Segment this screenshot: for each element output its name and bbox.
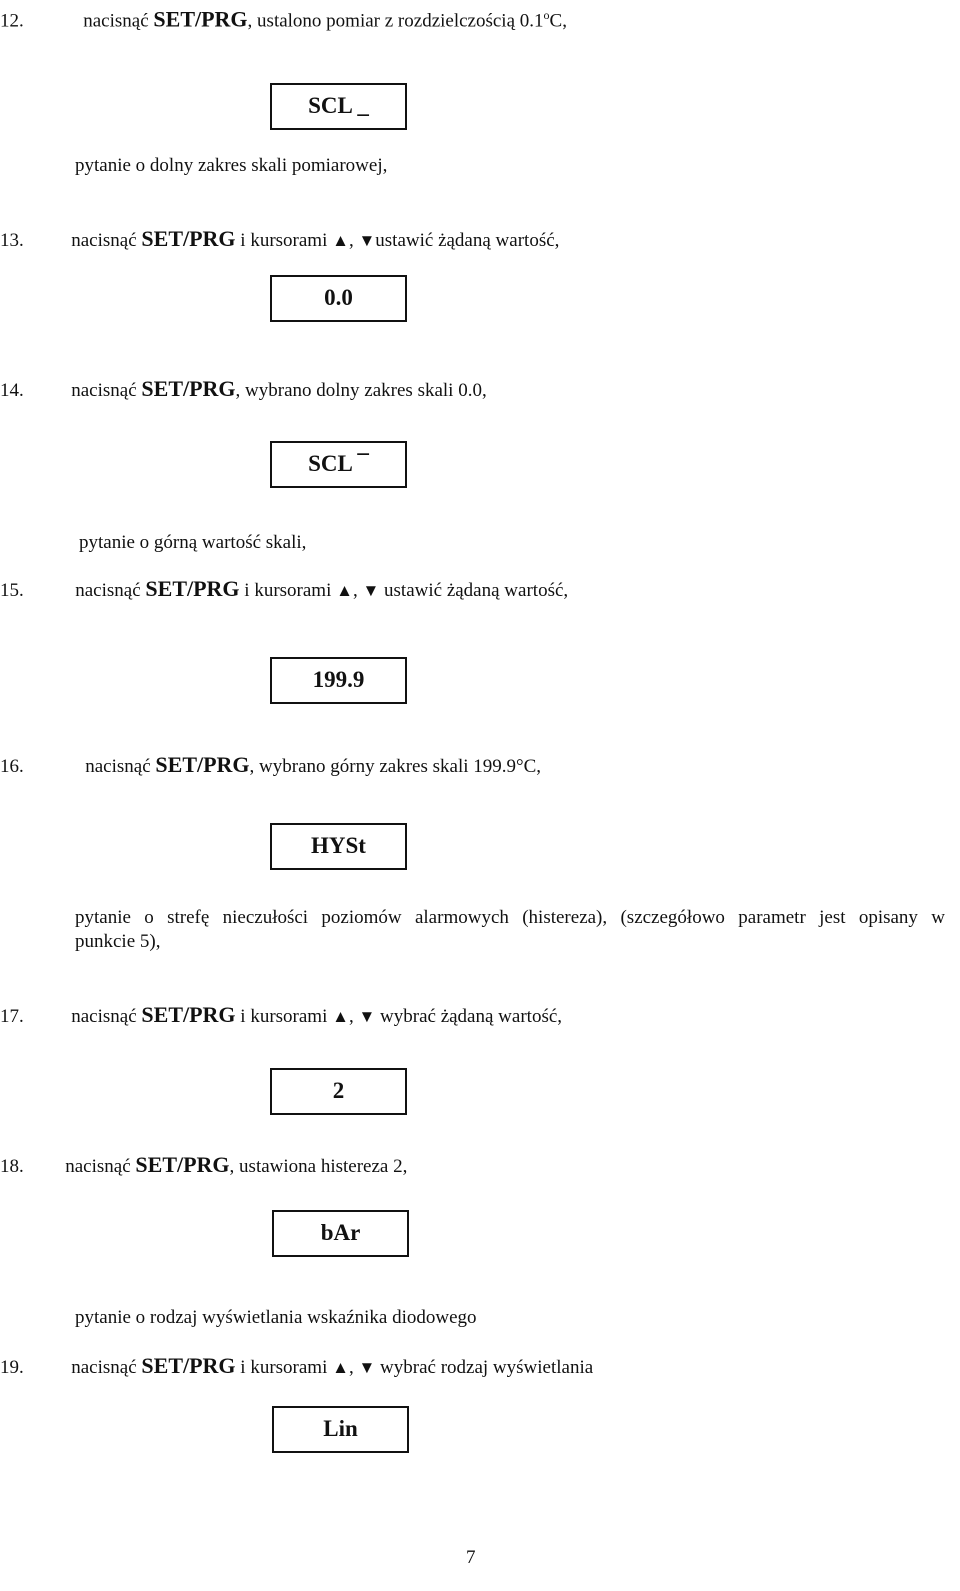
- step-16: 16. nacisnąć SET/PRG, wybrano górny zakr…: [0, 754, 541, 778]
- step-text: nacisnąć: [85, 756, 151, 777]
- step-19: 19. nacisnąć SET/PRG i kursorami ▲, ▼ wy…: [0, 1355, 593, 1379]
- description-scl-high: pytanie o górną wartość skali,: [79, 532, 307, 553]
- page-number: 7: [466, 1547, 476, 1568]
- set-prg-key: SET/PRG: [155, 752, 250, 777]
- step-text: nacisnąć: [71, 230, 137, 251]
- step-text: wybrać rodzaj wyświetlania: [380, 1357, 594, 1378]
- description-bar: pytanie o rodzaj wyświetlania wskaźnika …: [75, 1307, 477, 1328]
- step-text: , ustawiona histereza 2,: [229, 1156, 408, 1177]
- display-box-lin: Lin: [272, 1406, 409, 1453]
- arrow-up-icon: ▲: [332, 1358, 349, 1377]
- description-line: pytanie o strefę nieczułości poziomów al…: [75, 907, 945, 928]
- display-box-scl-high: SCL ¯: [270, 441, 407, 488]
- arrow-up-icon: ▲: [332, 1007, 349, 1026]
- step-14: 14. nacisnąć SET/PRG, wybrano dolny zakr…: [0, 378, 487, 402]
- step-text: nacisnąć: [71, 1006, 137, 1027]
- step-12: 12. nacisnąć SET/PRG, ustalono pomiar z …: [0, 4, 567, 32]
- display-box-value-low: 0.0: [270, 275, 407, 322]
- arrow-up-icon: ▲: [332, 231, 349, 250]
- set-prg-key: SET/PRG: [141, 226, 236, 251]
- step-number: 12.: [0, 10, 24, 32]
- step-text: nacisnąć: [83, 10, 149, 32]
- set-prg-key: SET/PRG: [141, 1002, 236, 1027]
- display-box-value-high: 199.9: [270, 657, 407, 704]
- arrow-down-icon: ▼: [362, 581, 380, 600]
- step-text: wybrać żądaną wartość,: [380, 1006, 563, 1027]
- arrow-down-icon: ▼: [358, 1007, 376, 1026]
- step-text: , ustalono pomiar z rozdzielczością 0.1: [247, 10, 544, 32]
- description-line: punkcie 5),: [75, 931, 161, 952]
- arrow-down-icon: ▼: [358, 1358, 376, 1377]
- set-prg-key: SET/PRG: [145, 576, 240, 601]
- description-hyst: pytanie o strefę nieczułości poziomów al…: [75, 906, 945, 954]
- separator: ,: [348, 1006, 354, 1027]
- step-text: nacisnąć: [75, 580, 141, 601]
- step-text: i kursorami: [235, 230, 333, 251]
- step-text: i kursorami: [239, 580, 337, 601]
- step-text: ustawić żądaną wartość,: [375, 230, 560, 251]
- set-prg-key: SET/PRG: [141, 376, 236, 401]
- step-text: i kursorami: [235, 1006, 333, 1027]
- step-15: 15. nacisnąć SET/PRG i kursorami ▲, ▼ us…: [0, 578, 568, 602]
- step-text: nacisnąć: [65, 1156, 131, 1177]
- step-text: , wybrano dolny zakres skali 0.0,: [235, 380, 487, 401]
- step-number: 14.: [0, 380, 24, 401]
- step-number: 15.: [0, 580, 24, 601]
- display-box-hyst: HYSt: [270, 823, 407, 870]
- arrow-down-icon: ▼: [358, 231, 376, 250]
- step-text: , wybrano górny zakres skali 199.9°C,: [249, 756, 542, 777]
- step-text: nacisnąć: [71, 1357, 137, 1378]
- set-prg-key: SET/PRG: [135, 1152, 230, 1177]
- step-number: 17.: [0, 1006, 24, 1027]
- step-17: 17. nacisnąć SET/PRG i kursorami ▲, ▼ wy…: [0, 1004, 562, 1028]
- display-box-scl-low: SCL _: [270, 83, 407, 130]
- step-number: 18.: [0, 1156, 24, 1177]
- separator: ,: [348, 230, 354, 251]
- step-text: ustawić żądaną wartość,: [384, 580, 569, 601]
- separator: ,: [348, 1357, 354, 1378]
- arrow-up-icon: ▲: [336, 581, 353, 600]
- step-text: C,: [549, 10, 567, 32]
- step-13: 13. nacisnąć SET/PRG i kursorami ▲, ▼ust…: [0, 228, 559, 252]
- step-text: nacisnąć: [71, 380, 137, 401]
- step-number: 19.: [0, 1357, 24, 1378]
- description-scl-low: pytanie o dolny zakres skali pomiarowej,: [75, 155, 388, 176]
- set-prg-key: SET/PRG: [141, 1353, 236, 1378]
- step-18: 18. nacisnąć SET/PRG, ustawiona histerez…: [0, 1154, 407, 1178]
- step-number: 13.: [0, 230, 24, 251]
- degree-sup: o: [543, 8, 550, 22]
- step-text: i kursorami: [235, 1357, 333, 1378]
- set-prg-key: SET/PRG: [153, 6, 248, 32]
- step-number: 16.: [0, 756, 24, 777]
- display-box-bar: bAr: [272, 1210, 409, 1257]
- display-box-value-hyst: 2: [270, 1068, 407, 1115]
- separator: ,: [352, 580, 358, 601]
